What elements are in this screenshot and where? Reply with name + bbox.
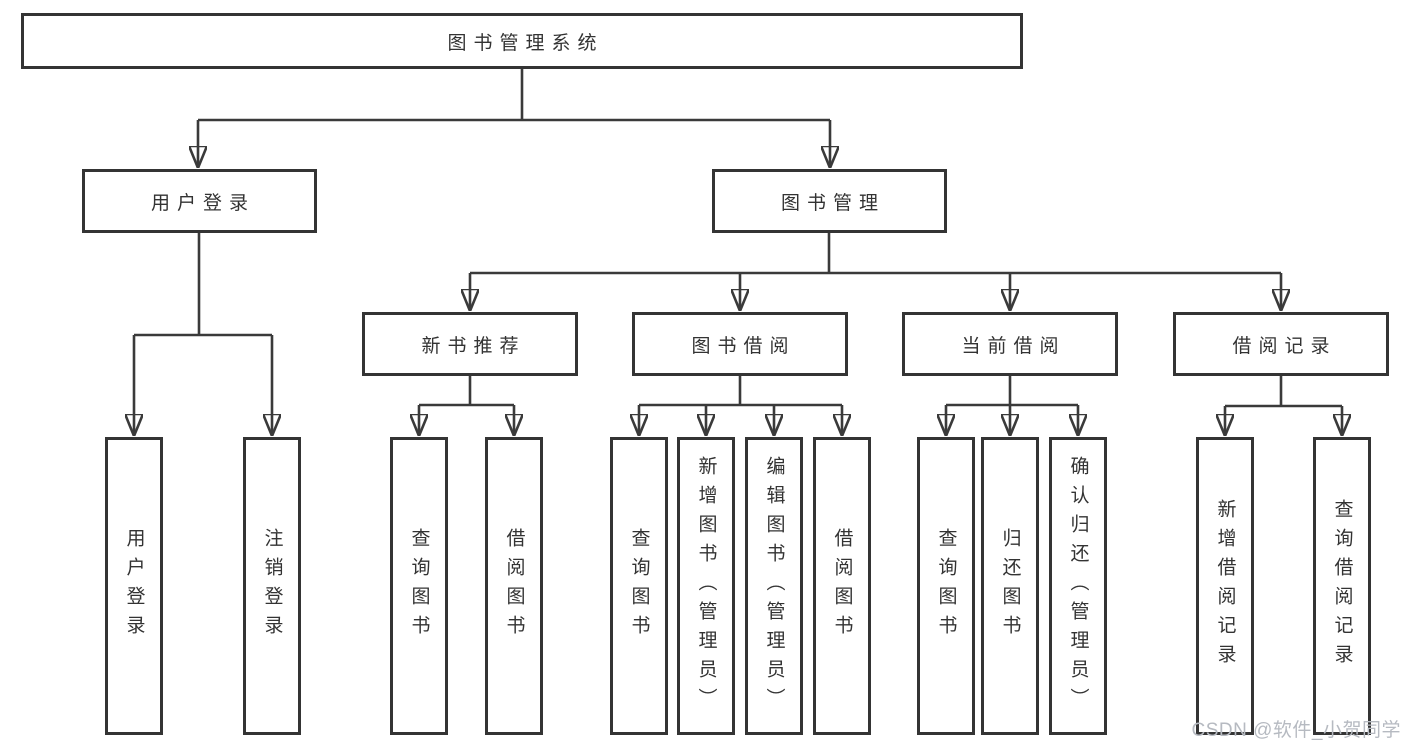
leaf-user-login: 用户登录: [105, 437, 163, 735]
node-book-borrowing: 图书借阅: [632, 312, 848, 376]
node-current-borrowing: 当前借阅: [902, 312, 1118, 376]
csdn-watermark: CSDN @软件_小贺同学: [1191, 720, 1401, 741]
leaf-query-borrow-record: 查询借阅记录: [1313, 437, 1371, 735]
leaf-query-books-recommend: 查询图书: [390, 437, 448, 735]
leaf-add-books-admin: 新增图书（管理员）: [677, 437, 735, 735]
leaf-logout: 注销登录: [243, 437, 301, 735]
leaf-borrow-books: 借阅图书: [813, 437, 871, 735]
node-user-login: 用户登录: [82, 169, 317, 233]
leaf-borrow-books-recommend: 借阅图书: [485, 437, 543, 735]
node-book-management: 图书管理: [712, 169, 947, 233]
leaf-query-books-current: 查询图书: [917, 437, 975, 735]
node-new-book-recommendation: 新书推荐: [362, 312, 578, 376]
leaf-edit-books-admin: 编辑图书（管理员）: [745, 437, 803, 735]
leaf-add-borrow-record: 新增借阅记录: [1196, 437, 1254, 735]
leaf-query-books-borrowing: 查询图书: [610, 437, 668, 735]
node-library-management-system: 图书管理系统: [21, 13, 1023, 69]
leaf-confirm-return-admin: 确认归还（管理员）: [1049, 437, 1107, 735]
node-borrowing-records: 借阅记录: [1173, 312, 1389, 376]
leaf-return-books: 归还图书: [981, 437, 1039, 735]
